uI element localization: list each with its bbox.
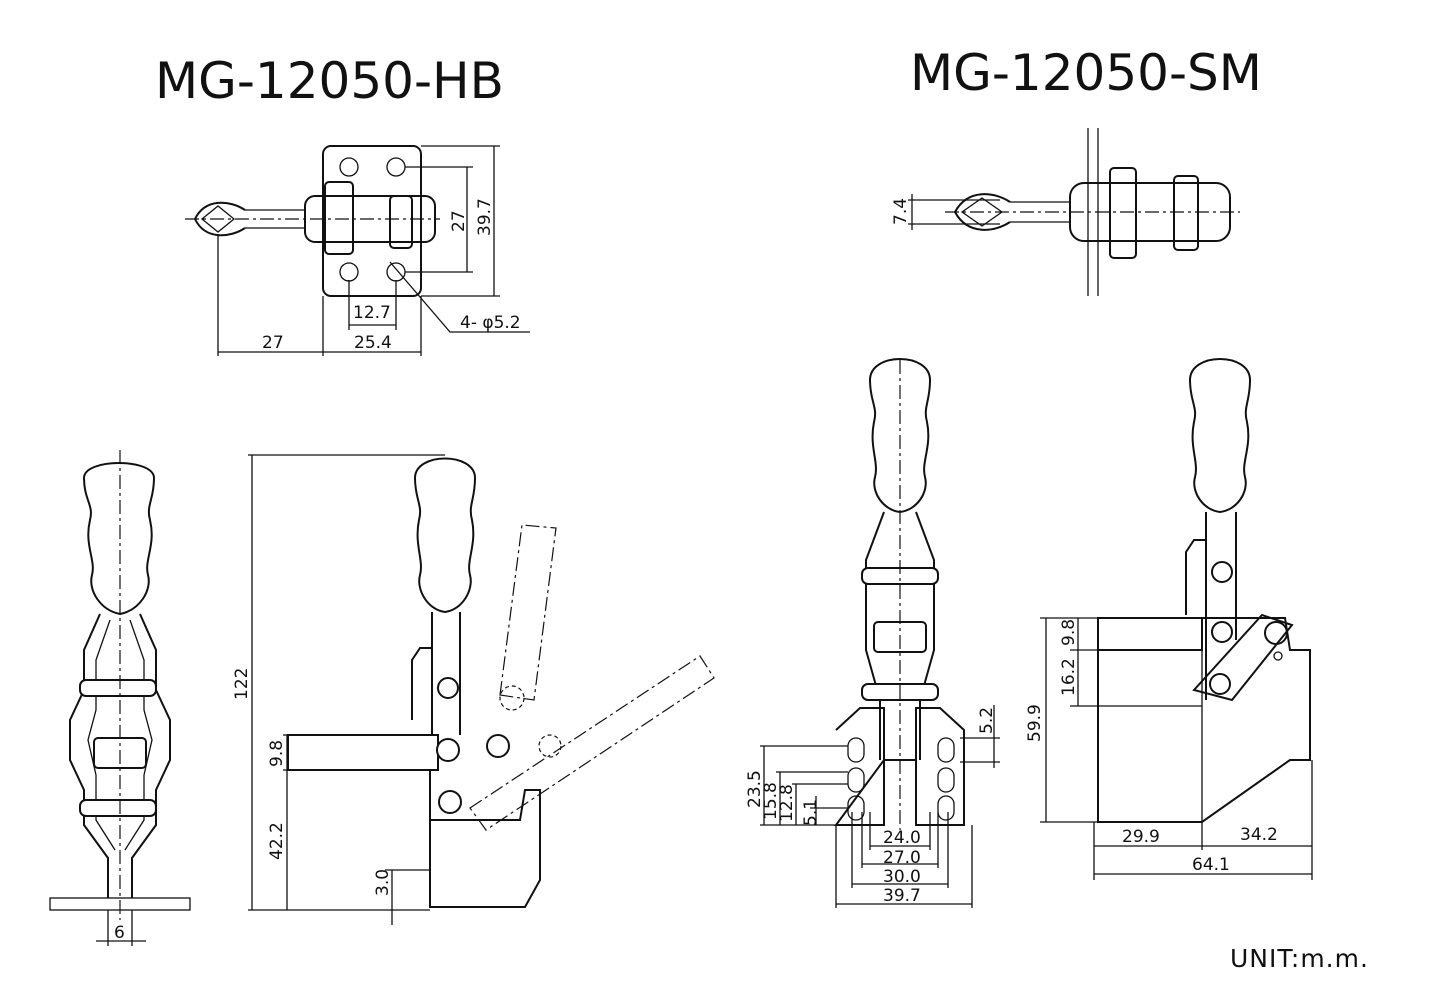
dim-27-0: 27.0 bbox=[883, 848, 921, 868]
dim-15-8: 15.8 bbox=[761, 782, 781, 820]
dim-24-0: 24.0 bbox=[883, 828, 921, 848]
dim-3-0: 3.0 bbox=[373, 869, 393, 896]
dim-16-2: 16.2 bbox=[1059, 658, 1079, 696]
dim-7-4: 7.4 bbox=[891, 198, 911, 225]
sm-side-view: 9.8 16.2 59.9 29.9 34.2 64.1 bbox=[1025, 358, 1313, 880]
dim-9-8: 9.8 bbox=[267, 740, 287, 767]
sm-model-title: MG-12050-SM bbox=[910, 44, 1262, 102]
sm-top-view: 7.4 bbox=[891, 128, 1240, 296]
dim-64-1: 64.1 bbox=[1192, 855, 1230, 875]
dim-34-2: 34.2 bbox=[1240, 825, 1278, 845]
hb-front-view: 6 bbox=[49, 450, 191, 946]
dim-5-2: 5.2 bbox=[977, 707, 997, 734]
hb-model-title: MG-12050-HB bbox=[155, 52, 504, 110]
dim-59-9: 59.9 bbox=[1025, 704, 1045, 742]
dim-25-4: 25.4 bbox=[354, 333, 392, 353]
dim-9-8-sm: 9.8 bbox=[1059, 619, 1079, 646]
dim-122: 122 bbox=[232, 668, 252, 700]
dim-39-7: 39.7 bbox=[883, 886, 921, 906]
dim-30-0: 30.0 bbox=[883, 867, 921, 887]
unit-label: UNIT:m.m. bbox=[1230, 944, 1369, 973]
dim-42-2: 42.2 bbox=[267, 822, 287, 860]
dim-29-9: 29.9 bbox=[1122, 827, 1160, 847]
sm-front-view: 23.5 15.8 12.8 5.1 5.2 24.0 27.0 30.0 39… bbox=[745, 358, 1000, 908]
dim-12-7: 12.7 bbox=[353, 303, 391, 323]
dim-27-handle: 27 bbox=[262, 333, 284, 353]
dim-6: 6 bbox=[114, 923, 125, 943]
hole-note: 4- φ5.2 bbox=[460, 313, 521, 333]
dim-39-7: 39.7 bbox=[475, 198, 495, 236]
dim-5-1: 5.1 bbox=[801, 799, 821, 826]
dim-12-8: 12.8 bbox=[777, 784, 797, 822]
dim-23-5: 23.5 bbox=[745, 770, 765, 808]
dim-27: 27 bbox=[449, 210, 469, 232]
hb-top-view: 27 25.4 12.7 4- φ5.2 27 39.7 bbox=[185, 145, 530, 356]
hb-side-view: 122 9.8 42.2 3.0 bbox=[232, 454, 715, 925]
